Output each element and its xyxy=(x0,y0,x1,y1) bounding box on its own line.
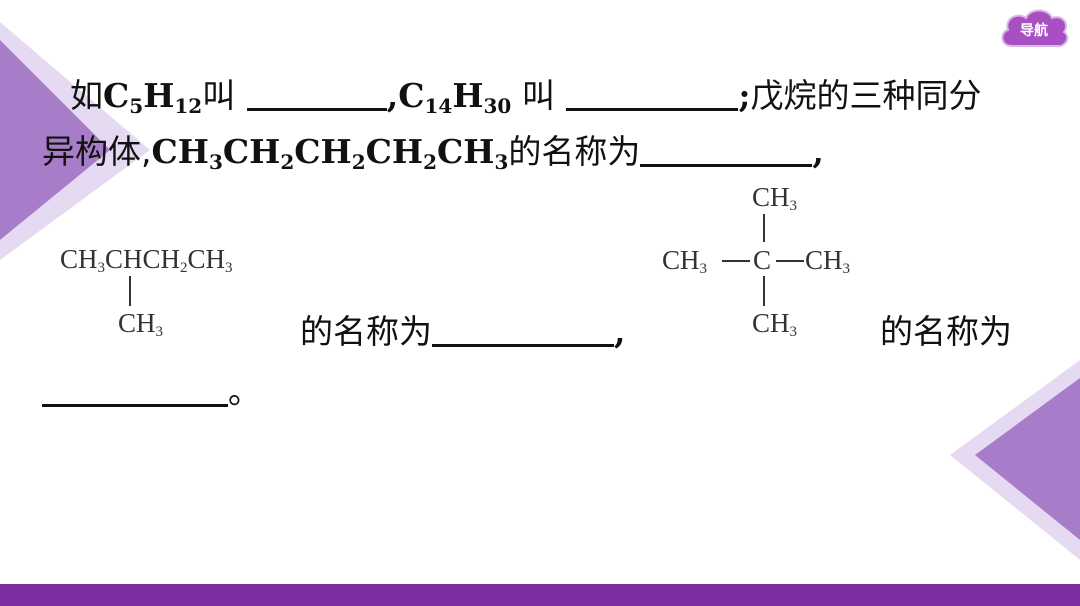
answer-blank-4[interactable] xyxy=(432,314,614,347)
punct-period: 。 xyxy=(228,372,261,411)
isopentane-main-chain: CH3CHCH2CH3 xyxy=(60,244,233,276)
subscript: 3 xyxy=(225,260,233,276)
formula-part: CHCH xyxy=(105,244,181,274)
question-line-2: 异构体,CH3CH2CH2CH2CH3的名称为, xyxy=(42,132,824,172)
subscript: 3 xyxy=(699,261,708,277)
punct-comma: , xyxy=(614,312,626,351)
text-ru: 如 xyxy=(70,76,103,115)
subscript: 3 xyxy=(155,324,164,340)
answer-blank-5[interactable] xyxy=(42,374,228,407)
neopentane-right: CH3 xyxy=(805,245,851,277)
answer-blank-1[interactable] xyxy=(246,78,387,111)
subscript: 5 xyxy=(129,94,144,118)
formula-ch: CH xyxy=(294,132,352,171)
subscript: 2 xyxy=(180,260,188,276)
neopentane-left: CH3 xyxy=(662,245,708,277)
punct-comma: , xyxy=(812,132,824,171)
question-line-3b: 的名称为 xyxy=(880,312,1012,352)
nav-button[interactable]: 导航 xyxy=(998,6,1070,52)
formula-part: C xyxy=(753,245,772,275)
answer-blank-2[interactable] xyxy=(566,78,739,111)
formula-h: H xyxy=(452,76,484,115)
bond-line xyxy=(763,276,765,306)
subscript: 3 xyxy=(842,261,851,277)
text-name-is: 的名称为 xyxy=(508,132,641,171)
subscript: 30 xyxy=(483,94,512,118)
cloud-icon xyxy=(1001,9,1069,48)
formula-c: C xyxy=(103,76,130,115)
neopentane-top: CH3 xyxy=(752,182,798,214)
formula-ch: CH xyxy=(437,132,495,171)
answer-blank-3[interactable] xyxy=(640,134,813,167)
bond-line xyxy=(776,260,804,262)
formula-part: CH xyxy=(60,244,98,274)
question-line-4: 。 xyxy=(42,372,261,412)
text-isomer-intro: 戊烷的三种同分 xyxy=(750,76,982,115)
formula-part: CH xyxy=(187,244,226,274)
text-isomer: 异构体, xyxy=(42,132,152,171)
formula-part: CH xyxy=(662,245,700,275)
text-name-is: 的名称为 xyxy=(880,312,1012,351)
formula-part: CH xyxy=(118,308,156,338)
formula-ch: CH xyxy=(365,132,424,171)
neopentane-center: C xyxy=(753,245,771,275)
nav-label: 导航 xyxy=(1020,23,1048,39)
formula-part: CH xyxy=(805,245,843,275)
subscript: 2 xyxy=(351,150,366,174)
text-name-is: 的名称为 xyxy=(300,312,432,351)
subscript: 14 xyxy=(424,94,453,118)
formula-part: CH xyxy=(752,182,790,212)
punct-semicolon: ; xyxy=(738,76,751,115)
bond-line xyxy=(129,276,131,306)
subscript: 3 xyxy=(789,324,798,340)
formula-ch: CH xyxy=(222,132,281,171)
question-line-3: 的名称为, xyxy=(300,312,626,352)
bond-line xyxy=(722,260,750,262)
formula-h: H xyxy=(143,76,175,115)
formula-ch: CH xyxy=(151,132,209,171)
bottom-accent-bar xyxy=(0,584,1080,606)
bond-line xyxy=(763,214,765,242)
subscript: 3 xyxy=(208,150,223,174)
subscript: 12 xyxy=(174,94,203,118)
text-jiao: 叫 xyxy=(202,76,236,115)
subscript: 3 xyxy=(789,198,798,214)
neopentane-bottom: CH3 xyxy=(752,308,798,340)
subscript: 3 xyxy=(494,150,509,174)
question-line-1: 如C5H12叫 ,C14H30 叫 ;戊烷的三种同分 xyxy=(70,76,982,116)
isopentane-branch: CH3 xyxy=(118,308,164,340)
subscript: 2 xyxy=(280,150,295,174)
punct-comma: , xyxy=(386,76,399,115)
formula-c: C xyxy=(398,76,425,115)
subscript: 3 xyxy=(97,260,106,276)
subscript: 2 xyxy=(423,150,437,174)
formula-part: CH xyxy=(752,308,790,338)
text-jiao: 叫 xyxy=(511,76,555,115)
